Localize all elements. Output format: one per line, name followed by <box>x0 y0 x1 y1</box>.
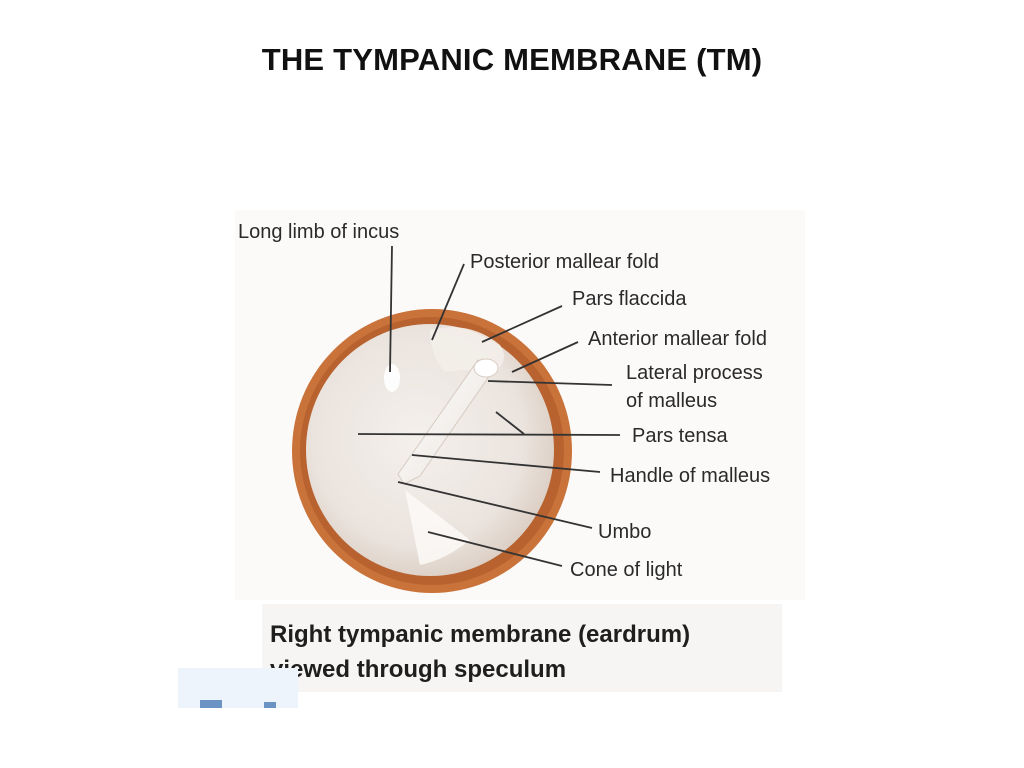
label-pars-tensa: Pars tensa <box>632 425 728 447</box>
crop-artifact <box>178 668 298 708</box>
caption-background <box>262 604 782 692</box>
leader-pars-flaccida <box>481 305 563 343</box>
caption-line1: Right tympanic membrane (eardrum) <box>270 621 690 648</box>
label-handle-of-malleus: Handle of malleus <box>610 465 770 487</box>
slide-title: THE TYMPANIC MEMBRANE (TM) <box>261 42 763 77</box>
label-lateral-process-line1: Lateral process <box>626 362 763 384</box>
caption-line2: viewed through speculum <box>270 656 566 683</box>
cone-of-light <box>405 490 470 565</box>
leader-lateral-process <box>487 380 613 386</box>
label-anterior-mallear-fold: Anterior mallear fold <box>588 328 767 350</box>
leader-posterior-mallear-fold <box>431 263 465 341</box>
leader-long-limb-of-incus <box>389 245 393 373</box>
leader-handle-of-malleus <box>411 454 601 473</box>
leader-pars-tensa-tick <box>495 411 525 435</box>
long-limb-of-incus <box>384 364 400 392</box>
lateral-process-of-malleus <box>473 358 499 378</box>
crop-artifact-mark <box>200 700 222 708</box>
leader-cone-of-light <box>427 531 563 567</box>
leader-anterior-mallear-fold <box>511 341 579 373</box>
label-long-limb-of-incus: Long limb of incus <box>238 221 399 243</box>
label-umbo: Umbo <box>598 521 651 543</box>
leader-lines <box>357 245 621 567</box>
leader-umbo <box>397 481 593 529</box>
label-lateral-process-line2: of malleus <box>626 390 717 412</box>
label-pars-flaccida: Pars flaccida <box>572 288 687 310</box>
label-cone-of-light: Cone of light <box>570 559 683 581</box>
label-posterior-mallear-fold: Posterior mallear fold <box>470 251 659 273</box>
leader-pars-tensa <box>357 433 621 436</box>
crop-artifact-mark-2 <box>264 702 276 708</box>
